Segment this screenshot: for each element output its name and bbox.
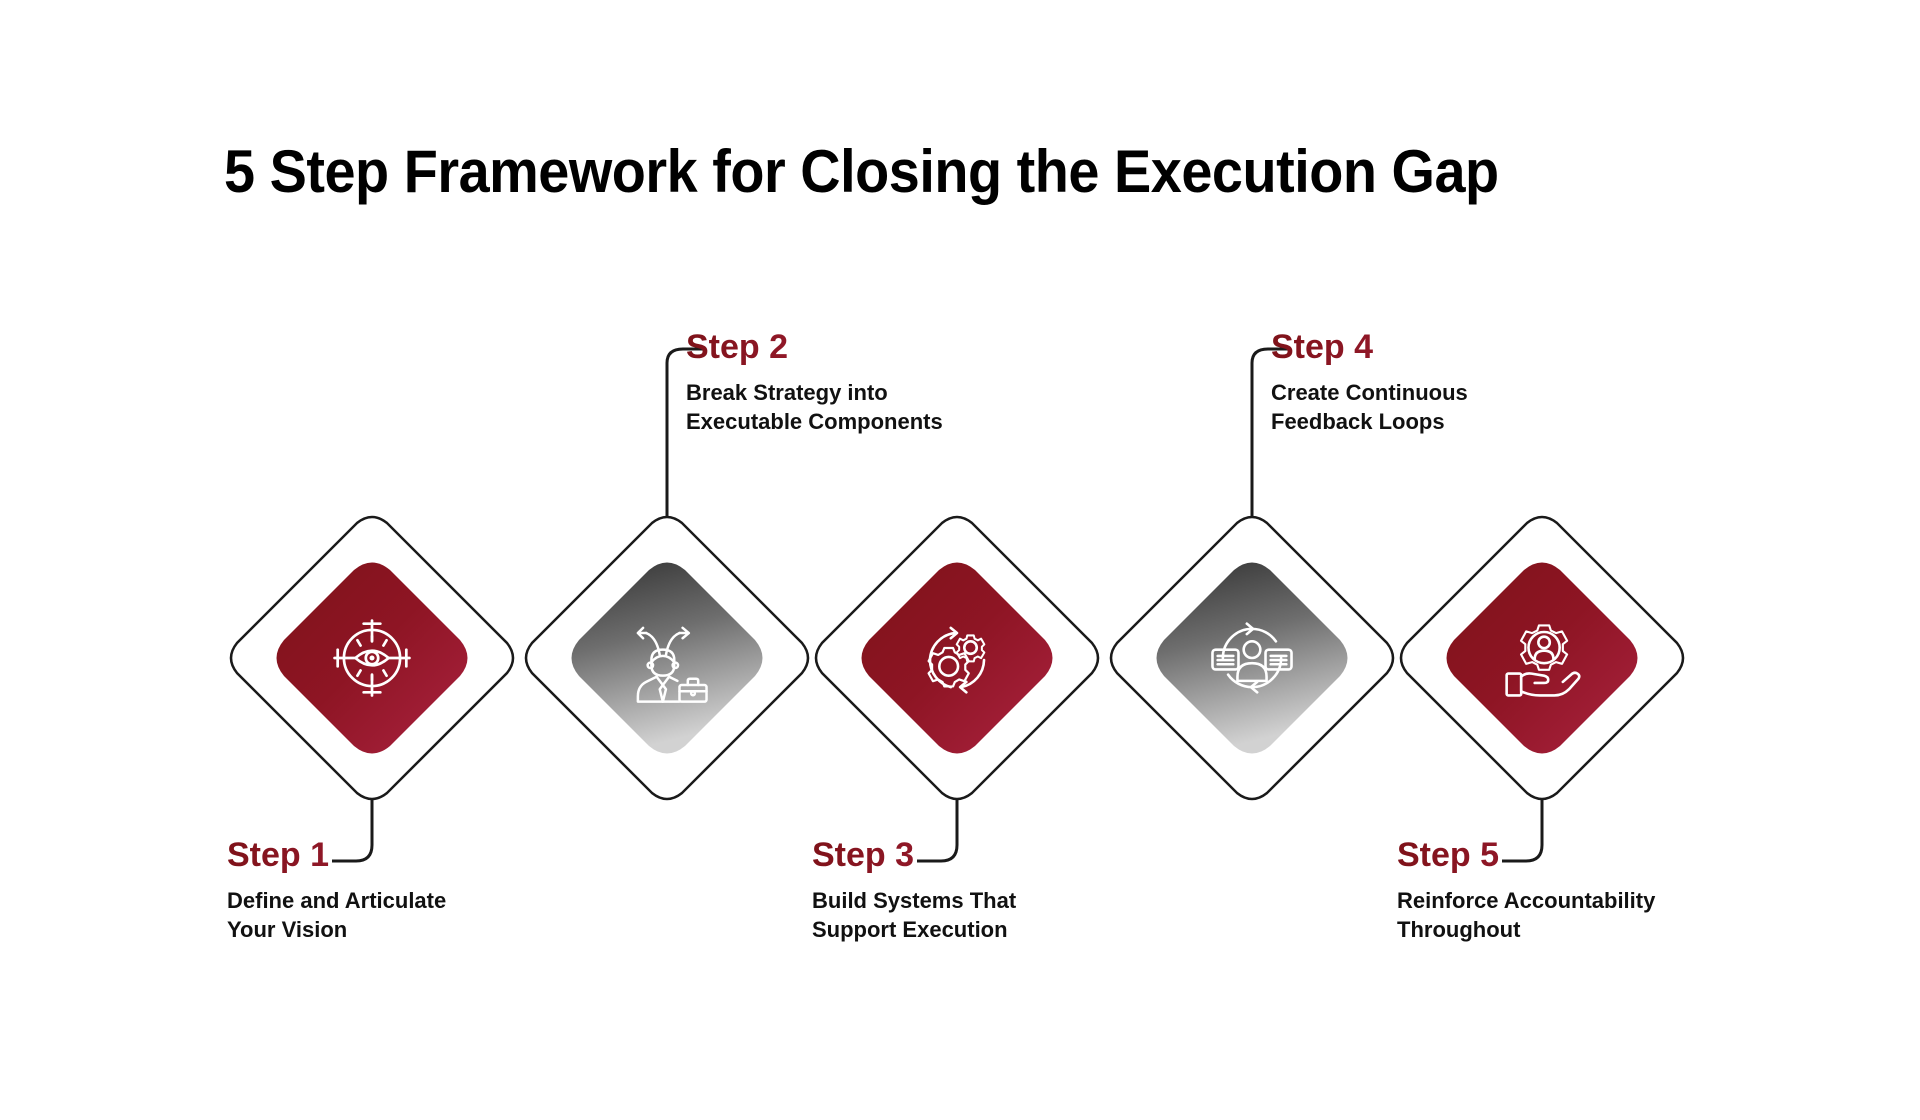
- step-label-2: Step 2 Break Strategy into Executable Co…: [686, 329, 1016, 436]
- step-label-5: Step 5 Reinforce Accountability Througho…: [1397, 837, 1747, 944]
- step-label-4-title: Step 4: [1271, 329, 1601, 366]
- step-label-5-line1: Reinforce Accountability: [1397, 887, 1656, 913]
- step-label-4-line1: Create Continuous: [1271, 379, 1468, 405]
- step-label-2-description: Break Strategy into Executable Component…: [686, 378, 1016, 436]
- person-feedback-loop-icon: [1200, 606, 1304, 710]
- step-label-3-description: Build Systems That Support Execution: [812, 886, 1142, 944]
- step-label-1-title: Step 1: [227, 837, 557, 874]
- gears-cycle-icon: [905, 606, 1009, 710]
- step-label-4-line2: Feedback Loops: [1271, 408, 1445, 434]
- step-label-5-description: Reinforce Accountability Throughout: [1397, 886, 1747, 944]
- step-label-3: Step 3 Build Systems That Support Execut…: [812, 837, 1142, 944]
- step-label-3-line1: Build Systems That: [812, 887, 1017, 913]
- step-label-5-line2: Throughout: [1397, 916, 1521, 942]
- step-label-2-line1: Break Strategy into: [686, 379, 888, 405]
- step-node-5[interactable]: [1397, 513, 1687, 803]
- step-label-1-line1: Define and Articulate: [227, 887, 447, 913]
- step-node-1[interactable]: [227, 513, 517, 803]
- step-label-1-description: Define and Articulate Your Vision: [227, 886, 557, 944]
- step-label-2-title: Step 2: [686, 329, 1016, 366]
- step-label-1: Step 1 Define and Articulate Your Vision: [227, 837, 557, 944]
- step-label-3-title: Step 3: [812, 837, 1142, 874]
- diamond-inner-2: [567, 558, 767, 758]
- target-eye-icon: [320, 606, 424, 710]
- hand-gear-person-icon: [1490, 606, 1594, 710]
- step-label-4: Step 4 Create Continuous Feedback Loops: [1271, 329, 1601, 436]
- step-node-3[interactable]: [812, 513, 1102, 803]
- step-node-4[interactable]: [1107, 513, 1397, 803]
- step-label-4-description: Create Continuous Feedback Loops: [1271, 378, 1601, 436]
- person-branching-arrows-briefcase-icon: [615, 606, 719, 710]
- step-label-3-line2: Support Execution: [812, 916, 1008, 942]
- step-label-1-line2: Your Vision: [227, 916, 348, 942]
- diamond-inner-5: [1442, 558, 1642, 758]
- page-title: 5 Step Framework for Closing the Executi…: [224, 138, 1499, 205]
- step-label-5-title: Step 5: [1397, 837, 1747, 874]
- diamond-inner-3: [857, 558, 1057, 758]
- step-node-2[interactable]: [522, 513, 812, 803]
- step-label-2-line2: Executable Components: [686, 408, 943, 434]
